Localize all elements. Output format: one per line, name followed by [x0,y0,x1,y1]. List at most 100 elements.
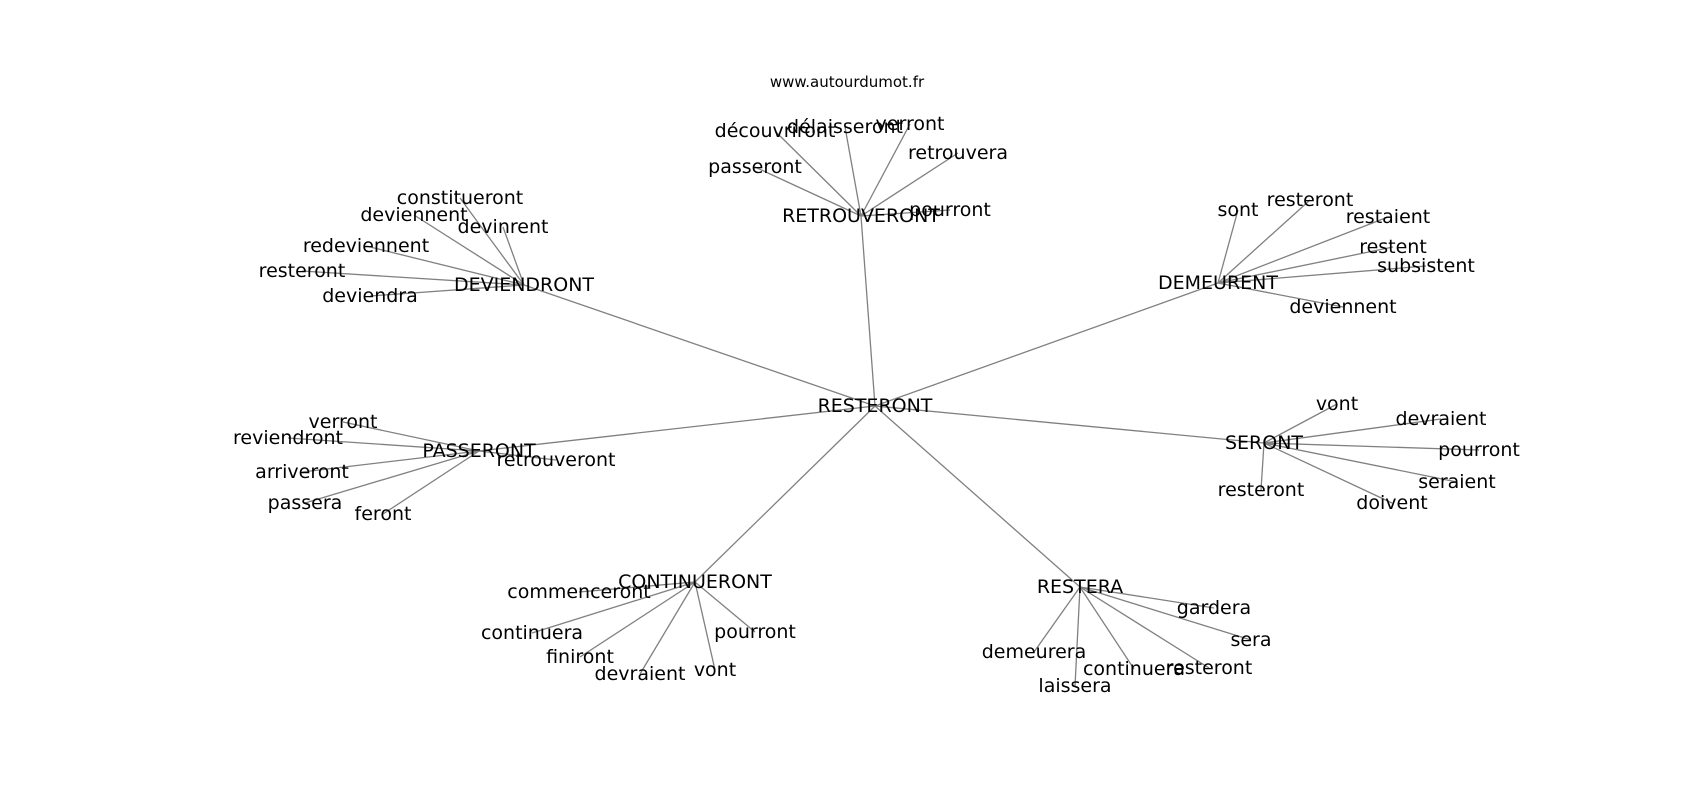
leaf-node-label: devinrent [458,216,549,238]
edge-hub-to-leaf [639,581,696,675]
edges [287,123,1480,687]
leaf-node-label: pourront [1438,439,1520,461]
edge-hub-to-leaf [860,152,959,217]
leaf-node-label: resteront [1218,479,1305,501]
site-url: www.autourdumot.fr [769,73,925,91]
leaf-node-label: vont [1316,393,1358,415]
edge-hub-to-leaf [774,130,862,217]
edge-center-to-hub [478,405,876,452]
leaf-node-label: constitueront [397,187,523,209]
edge-hub-to-leaf [1217,209,1239,284]
edge-hub-to-leaf [413,214,525,286]
leaf-node-label: verront [309,411,378,433]
leaf-node-label: retrouveront [496,449,615,471]
center-node-label: RESTERONT [818,395,933,417]
edge-hub-to-leaf [369,284,525,297]
edge-hub-to-leaf [342,421,480,452]
leaf-node-label: laissera [1038,675,1111,697]
edge-hub-to-leaf [478,450,557,461]
leaf-node-label: sont [1217,199,1258,221]
leaf-node-label: passeront [708,156,802,178]
edge-hub-to-leaf [578,581,696,593]
edge-hub-to-leaf [531,581,696,634]
edge-hub-to-leaf [1217,246,1394,284]
edge-hub-to-leaf [1079,586,1252,641]
leaf-node-label: verront [876,113,945,135]
leaf-node-label: deviendra [322,285,418,307]
leaf-node-label: resteront [1166,657,1253,679]
leaf-node-label: resteront [1267,189,1354,211]
leaf-node-label: reviendront [233,427,343,449]
leaf-node-label: passera [268,492,343,514]
edge-hub-to-leaf [860,209,951,217]
leaf-node-label: redeviennent [303,235,429,257]
leaf-node-label: demeurera [982,641,1087,663]
node-labels: RESTERONT RETROUVERONT découvrirontdélaiss… [233,113,1520,697]
leaf-node-label: vont [694,659,736,681]
edge-hub-to-leaf [694,581,756,633]
edge-center-to-hub [523,284,876,407]
hub-node-label: RESTERA [1037,576,1123,598]
edge-hub-to-leaf [301,270,525,286]
leaf-node-label: délaisseront [787,116,903,138]
edge-hub-to-leaf [304,450,480,504]
leaf-node-label: pourront [909,199,991,221]
leaf-node-label: continuera [481,622,583,644]
edge-center-to-hub [874,405,1265,444]
edge-hub-to-leaf [1260,442,1265,491]
edge-hub-to-leaf [1074,586,1081,687]
leaf-node-label: arriveront [255,461,349,483]
leaf-node-label: pourront [714,621,796,643]
hub-node-label: RETROUVERONT [782,205,940,227]
leaf-node-label: devraient [1396,408,1487,430]
leaf-node-label: devraient [595,663,686,685]
edge-center-to-hub [874,405,1081,588]
edge-hub-to-leaf [502,226,525,286]
leaf-node-label: commenceront [507,581,650,603]
hub-node-label: DEVIENDRONT [454,274,594,296]
edge-hub-to-leaf [1263,442,1480,451]
edge-center-to-hub [874,282,1219,407]
hub-node-label: CONTINUERONT [618,571,772,593]
leaf-node-label: restaient [1346,206,1431,228]
leaf-node-label: gardera [1177,597,1251,619]
leaf-node-label: seraient [1418,471,1496,493]
edge-hub-to-leaf [1217,216,1389,284]
edge-hub-to-leaf [459,197,525,286]
edge-hub-to-leaf [860,123,911,217]
edge-hub-to-leaf [1217,282,1344,308]
edge-hub-to-leaf [754,166,862,217]
leaf-node-label: finiront [546,646,614,668]
leaf-node-label: deviennent [360,204,467,226]
leaf-node-label: doivent [1356,492,1427,514]
edge-hub-to-leaf [1079,586,1215,609]
leaf-node-label: subsistent [1377,255,1475,277]
hub-node-label: SERONT [1225,432,1303,454]
leaf-node-label: continuera [1083,658,1185,680]
edge-hub-to-leaf [301,450,480,473]
edge-hub-to-leaf [382,450,480,515]
edge-hub-to-leaf [1263,442,1458,483]
leaf-node-label: retrouvera [908,142,1008,164]
edge-hub-to-leaf [694,581,716,671]
edge-hub-to-leaf [287,437,480,452]
edge-hub-to-leaf [1217,265,1427,284]
edge-hub-to-leaf [1263,418,1442,444]
edge-hub-to-leaf [365,245,525,286]
leaf-node-label: deviennent [1289,296,1396,318]
leaf-node-label: découvriront [715,120,836,142]
edge-hub-to-leaf [844,126,862,217]
edge-hub-to-leaf [1079,586,1135,670]
edge-hub-to-leaf [1263,403,1338,444]
edge-center-to-hub [860,215,876,407]
hub-node-label: DEMEURENT [1158,272,1278,294]
leaf-node-label: resteront [259,260,346,282]
edge-hub-to-leaf [1217,199,1311,284]
leaf-node-label: feront [355,503,412,525]
edge-hub-to-leaf [579,581,696,658]
edge-hub-to-leaf [1263,442,1393,504]
edge-hub-to-leaf [1033,586,1081,653]
hub-node-label: PASSERONT [422,440,536,462]
leaf-node-label: restent [1359,236,1427,258]
